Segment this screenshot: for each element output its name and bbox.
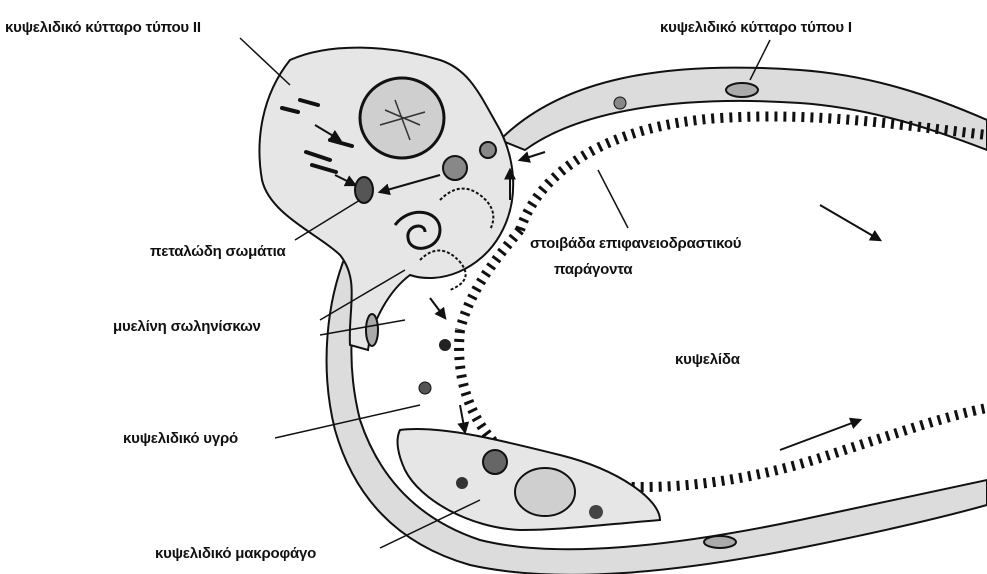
lamellar-body: [480, 142, 496, 158]
leader-surfactant: [598, 170, 628, 228]
type-i-cell-nucleus: [726, 83, 758, 97]
lamellar-body: [355, 177, 373, 203]
wall-nucleus: [366, 314, 378, 346]
lamellar-body: [443, 156, 467, 180]
leader-type-ii: [240, 38, 290, 85]
surfactant-layer-label-2: παράγοντα: [554, 261, 633, 278]
wall-nucleus: [704, 536, 736, 548]
fluid-particle: [614, 97, 626, 109]
surfactant-layer-top: [520, 116, 987, 230]
macrophage-nucleus: [515, 468, 575, 516]
fluid-particle: [439, 339, 451, 351]
alveolar-fluid-label: κυψελιδικό υγρό: [123, 430, 238, 447]
alveolar-wall-outer: [500, 68, 987, 150]
type-ii-cell-label: κυψελιδικό κύτταρο τύπου ΙΙ: [5, 19, 201, 36]
macrophage-label: κυψελιδικό μακροφάγο: [155, 545, 316, 562]
tubular-myelin-label: μυελίνη σωληνίσκων: [113, 318, 261, 335]
alveolus-label: κυψελίδα: [675, 351, 741, 368]
surfactant-layer-label-1: στοιβάδα επιφανειοδραστικού: [530, 235, 742, 252]
fluid-particle: [419, 382, 431, 394]
alveolar-wall-left: [327, 245, 987, 574]
lamellar-bodies-label: πεταλώδη σωμάτια: [150, 243, 287, 260]
type-i-cell-label: κυψελιδικό κύτταρο τύπου Ι: [660, 19, 852, 36]
